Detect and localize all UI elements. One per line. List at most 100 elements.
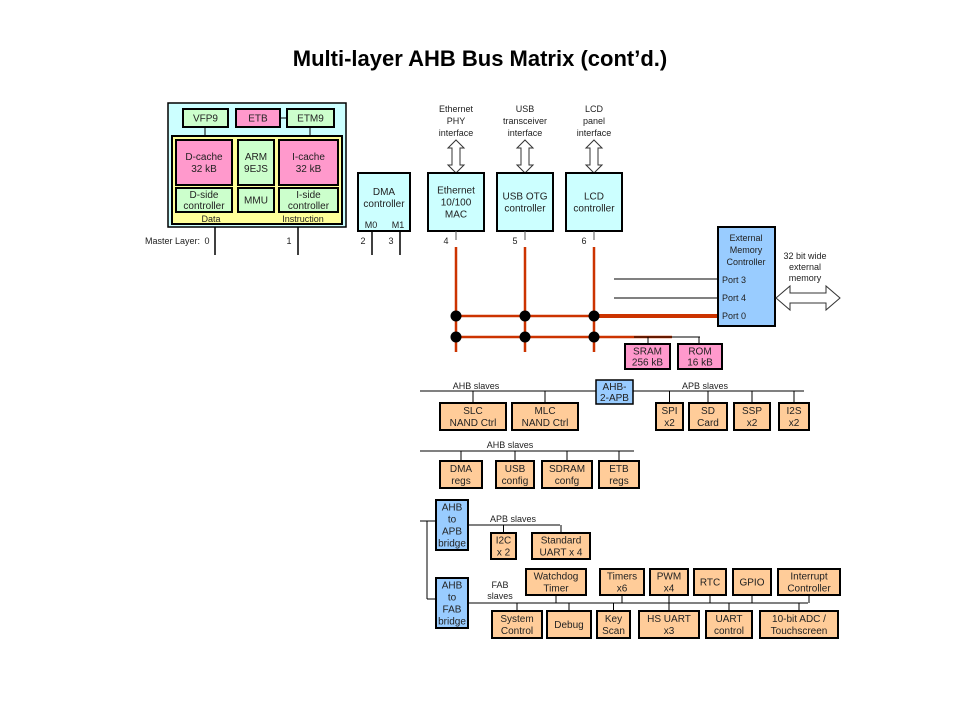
- row1-apb-slave-3: [778, 402, 810, 431]
- peripheral-box-0-label: Ethernet: [437, 186, 475, 197]
- rom-box-label: ROM: [688, 346, 711, 357]
- row4-top-slave-5-label: Interrupt: [790, 572, 827, 583]
- peripheral-box-2-label: LCD: [584, 192, 604, 203]
- row4-top-slave-2-label: x4: [664, 584, 675, 595]
- emc-port-label: Port 3: [722, 275, 746, 285]
- peripheral-box-1: [496, 172, 554, 232]
- row4-bottom-slave-0-label: Control: [501, 626, 533, 637]
- row1-apb-slave-2-label: SSP: [742, 406, 762, 417]
- row1-ahb-slave-0: [439, 402, 507, 431]
- ahb-to-apb-bridge-box-label: bridge: [438, 539, 466, 550]
- dside-controller-box-label: D-side: [190, 190, 219, 201]
- row2-slave-3-label: ETB: [609, 464, 629, 475]
- rom-box: [677, 343, 723, 370]
- interface-label: interface: [508, 128, 543, 138]
- row1-ahb-slave-0-label: NAND Ctrl: [450, 418, 497, 429]
- external-memory-label: external: [789, 262, 821, 272]
- row2-slave-2-label: confg: [555, 476, 579, 487]
- ahb-to-apb-bridge-box: [435, 499, 469, 551]
- row4-bottom-slave-3-label: HS UART: [647, 614, 691, 625]
- row4-top-slave-5: [777, 568, 841, 596]
- external-memory-controller: [717, 226, 776, 327]
- ahb-to-fab-bridge-box-label: bridge: [438, 617, 466, 628]
- interface-label: transceiver: [503, 116, 547, 126]
- bus-junction-dot: [588, 331, 600, 343]
- row2-slave-2-label: SDRAM: [549, 464, 585, 475]
- dcache-box-label: 32 kB: [191, 164, 217, 175]
- peripheral-box-0-label: 10/100: [441, 198, 472, 209]
- peripheral-box-2: [565, 172, 623, 232]
- row2-slave-3-label: regs: [609, 476, 628, 487]
- row4-top-slave-1: [599, 568, 645, 596]
- row1-apb-slave-1: [688, 402, 728, 431]
- interface-arrow: [515, 139, 535, 174]
- dma-m1-label: M1: [392, 220, 405, 230]
- row3-slave-0-label: x 2: [497, 548, 511, 559]
- row4-top-slave-1-label: Timers: [607, 572, 637, 583]
- external-memory-label: 32 bit wide: [783, 251, 826, 261]
- interface-label: interface: [577, 128, 612, 138]
- peripheral-box-0-label: MAC: [445, 210, 467, 221]
- row4-top-slave-0-label: Watchdog: [534, 572, 579, 583]
- ahb-to-fab-bridge-box-label: AHB: [442, 581, 463, 592]
- arm9ejs-box-label: ARM: [245, 152, 267, 163]
- row4-bottom-slave-5-label: Touchscreen: [771, 626, 828, 637]
- ahb-to-fab-bridge-box-label: FAB: [443, 605, 462, 616]
- peripheral-box-1-label: controller: [504, 204, 546, 215]
- row1-ahb-slave-0-label: SLC: [463, 406, 482, 417]
- row1-apb-slave-0-label: SPI: [661, 406, 677, 417]
- dcache-box-label: D-cache: [185, 152, 223, 163]
- master-number-2: 2: [360, 236, 365, 246]
- etb-box-label: ETB: [248, 113, 268, 124]
- sram-box-label: SRAM: [633, 346, 662, 357]
- row3-slave-0: [490, 532, 517, 560]
- row2-slave-0-label: regs: [451, 476, 470, 487]
- row1-apb-slave-3-label: I2S: [786, 406, 801, 417]
- row1-apb-slave-2-label: x2: [747, 418, 758, 429]
- fab-slaves-label: FAB: [491, 580, 508, 590]
- master-number-6: 6: [581, 236, 586, 246]
- row4-top-slave-0: [525, 568, 587, 596]
- interface-arrow: [446, 139, 466, 174]
- external-memory-arrow: [775, 284, 841, 312]
- interface-label: Ethernet: [439, 104, 474, 114]
- dma-m0-label: M0: [365, 220, 378, 230]
- external-memory-label: memory: [789, 273, 822, 283]
- row2-slave-0-label: DMA: [450, 464, 473, 475]
- row3-slave-1-label: UART x 4: [540, 548, 583, 559]
- dside-controller-box-label: controller: [183, 201, 225, 212]
- interface-arrow: [584, 139, 604, 174]
- interface-label: USB: [516, 104, 535, 114]
- row1-apb-slave-3-label: x2: [789, 418, 800, 429]
- row4-top-slave-2-label: PWM: [657, 572, 681, 583]
- row4-bottom-slave-5: [759, 610, 839, 639]
- row4-bottom-slave-4-label: control: [714, 626, 744, 637]
- interface-label: LCD: [585, 104, 604, 114]
- ahb-to-fab-bridge-box-label: to: [448, 593, 457, 604]
- fab-slaves-label: slaves: [487, 591, 513, 601]
- iside-controller-box-label: I-side: [296, 190, 321, 201]
- row4-bottom-slave-0: [491, 610, 543, 639]
- mmu-box-label: MMU: [244, 195, 268, 206]
- row1-apb-label: APB slaves: [682, 381, 729, 391]
- row1-apb-slave-0: [655, 402, 684, 431]
- peripheral-box-2-label: controller: [573, 204, 615, 215]
- icache-box: [278, 139, 339, 186]
- mmu-box: [237, 187, 275, 213]
- row1-apb-slave-2: [733, 402, 771, 431]
- dside-controller-box: [175, 187, 233, 213]
- row3-slave-1: [531, 532, 591, 560]
- interface-label: PHY: [447, 116, 466, 126]
- ahb-to-apb-bridge-box-label: APB: [442, 527, 462, 538]
- icache-box-label: I-cache: [292, 152, 325, 163]
- row3-slave-1-label: Standard: [541, 536, 582, 547]
- row1-apb-slave-1-label: Card: [697, 418, 719, 429]
- row4-top-slave-4: [732, 568, 772, 596]
- row4-bottom-slave-1: [546, 610, 592, 639]
- page-title: Multi-layer AHB Bus Matrix (cont’d.): [292, 46, 668, 71]
- master-number-5: 5: [512, 236, 517, 246]
- dma-controller-box: [357, 172, 411, 232]
- ahb-to-apb-bridge-box-label: to: [448, 515, 457, 526]
- row4-bottom-slave-2-label: Scan: [602, 626, 625, 637]
- iside-controller-box: [278, 187, 339, 213]
